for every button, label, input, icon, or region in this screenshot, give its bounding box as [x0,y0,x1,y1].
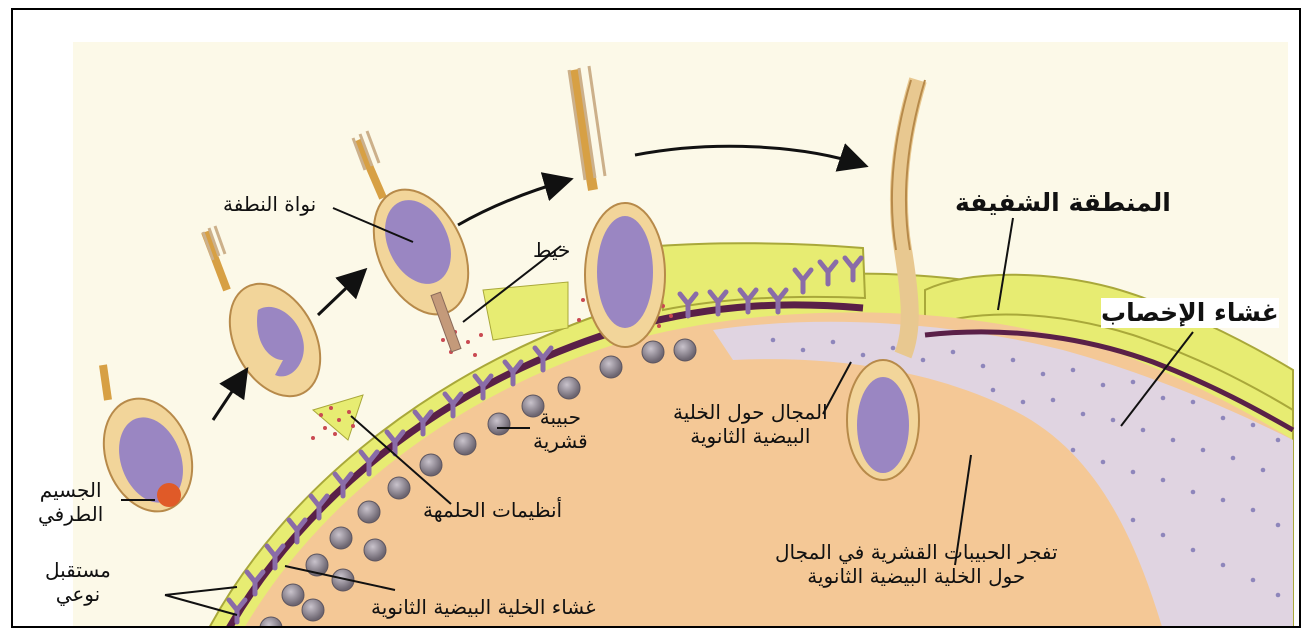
label-oocyte-membrane: غشاء الخلية البيضية الثانوية [371,595,596,619]
label-receptor-line1: مستقبل [45,558,111,582]
label-cortical-reaction: تفجر الحبيبات القشرية في المجال حول الخل… [775,540,1058,588]
label-receptor: مستقبل نوعي [45,558,111,606]
label-acrosome-line1: الجسيم [38,478,103,502]
figure-frame: المنطقة الشفيفة غشاء الإخصاب نواة النطفة… [11,8,1301,628]
label-cortical-granule-line1: حبيبة [533,405,588,429]
label-hydrolytic-enzymes: أنظيمات الحلمهة [423,498,562,522]
label-zona-pellucida: المنطقة الشفيفة [955,188,1171,218]
label-fertilization-membrane: غشاء الإخصاب [1101,298,1279,328]
label-cortical-reaction-line1: تفجر الحبيبات القشرية في المجال [775,540,1058,564]
label-perivitelline-space-line1: المجال حول الخلية [673,400,828,424]
label-receptor-line2: نوعي [45,582,111,606]
label-acrosome-line2: الطرفي [38,502,103,526]
label-cortical-granule: حبيبة قشرية [533,405,588,453]
label-filament: خيط [533,238,570,262]
label-perivitelline-space: المجال حول الخلية البيضية الثانوية [673,400,828,448]
label-acrosome: الجسيم الطرفي [38,478,103,526]
label-perivitelline-space-line2: البيضية الثانوية [673,424,828,448]
label-cortical-granule-line2: قشرية [533,429,588,453]
label-sperm-nucleus: نواة النطفة [223,192,316,216]
label-cortical-reaction-line2: حول الخلية البيضية الثانوية [775,564,1058,588]
